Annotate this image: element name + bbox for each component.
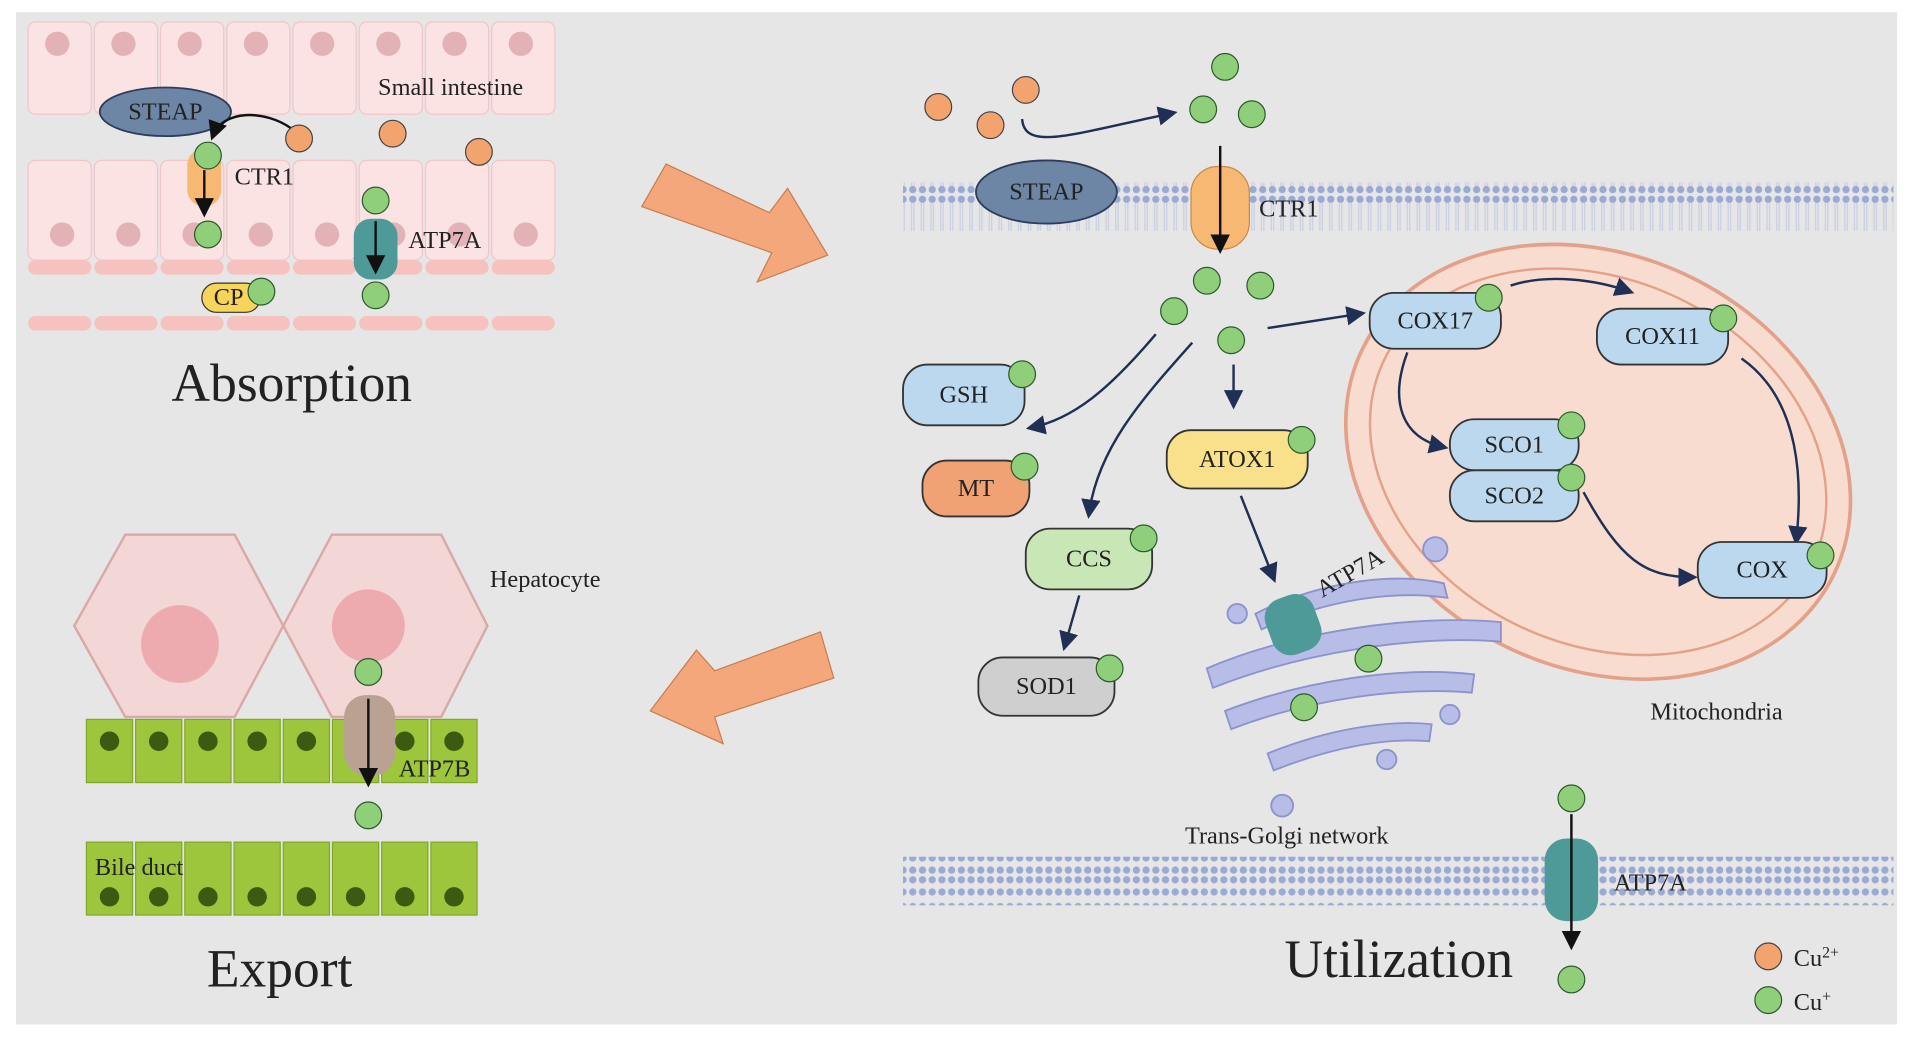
sco1-protein: SCO1 <box>1448 411 1586 472</box>
cu2-ion-icon <box>924 92 953 121</box>
sod1-label: SOD1 <box>1016 673 1077 700</box>
cu1-ion-icon <box>1474 283 1503 312</box>
cu1-ion-icon <box>1237 100 1266 129</box>
steap-protein <box>975 159 1118 225</box>
cu2-ion-icon <box>378 119 407 148</box>
cu2-ion-icon <box>1011 75 1040 104</box>
cu1-ion-icon <box>1095 654 1124 683</box>
cu1-ion-icon <box>1217 326 1246 355</box>
hepatocyte-label: Hepatocyte <box>490 566 601 593</box>
cu1-ion-icon <box>1290 693 1319 722</box>
ctr1-label: CTR1 <box>235 164 294 191</box>
cu1-ion-icon <box>247 277 276 306</box>
atox1-protein: ATOX1 <box>1165 425 1316 490</box>
cu1-ion-icon <box>1160 297 1188 326</box>
mitochondria-label: Mitochondria <box>1650 698 1782 725</box>
ccs-protein: CCS <box>1024 524 1158 591</box>
export-panel: ATP7B Hepatocyte Bile duct Export <box>72 533 601 999</box>
cp-label: CP <box>214 284 244 311</box>
cu1-ion-icon <box>1754 986 1783 1015</box>
gsh-label: GSH <box>939 381 988 408</box>
cox17-label: COX17 <box>1397 307 1473 334</box>
flow-arrow-right-icon <box>640 163 829 284</box>
intestine-cell <box>424 21 490 115</box>
sod1-protein: SOD1 <box>977 654 1124 717</box>
sco2-protein: SCO2 <box>1448 463 1586 523</box>
sco2-label: SCO2 <box>1485 482 1544 509</box>
intestine-cell <box>491 21 556 115</box>
cu1-ion-icon <box>1129 524 1158 553</box>
intestine-cell <box>292 21 357 115</box>
cu1-ion-icon <box>1557 463 1586 492</box>
cu2-ion-icon <box>1754 942 1783 971</box>
utilization-ions <box>924 52 1586 994</box>
cox-label: COX <box>1737 556 1789 583</box>
cu2-ion-icon <box>976 111 1005 140</box>
cu1-ion-icon <box>1211 52 1240 81</box>
cu1-ion-icon <box>1557 784 1586 813</box>
cu1-ion-icon <box>354 801 383 830</box>
cox11-protein: COX11 <box>1596 304 1738 366</box>
hepatocyte-layer-cell <box>282 718 331 784</box>
plasma-membrane-bottom <box>903 856 1894 906</box>
legend-cu1: Cu+ <box>1794 988 1831 1016</box>
ccs-label: CCS <box>1066 545 1112 572</box>
membrane-atp7a-label: ATP7A <box>1614 870 1687 897</box>
cox17-protein: COX17 <box>1368 283 1503 350</box>
export-title: Export <box>207 939 353 999</box>
cu1-ion-icon <box>193 141 222 170</box>
sco1-label: SCO1 <box>1485 431 1544 458</box>
steap-protein <box>98 86 232 138</box>
cu1-ion-icon <box>1189 95 1218 124</box>
utilization-title: Utilization <box>1285 929 1514 989</box>
absorption-ions <box>193 119 493 310</box>
mt-label: MT <box>958 475 995 502</box>
mt-protein: MT <box>921 452 1039 518</box>
cu2-ion-icon <box>285 124 314 153</box>
steap-label: STEAP <box>1009 179 1083 206</box>
utilization-panel: Mitochondria ATP7A Trans-Golgi network S… <box>902 52 1894 994</box>
cu1-ion-icon <box>1010 452 1039 481</box>
intestine-cell <box>27 21 92 115</box>
atox1-label: ATOX1 <box>1199 446 1276 473</box>
cu1-ion-icon <box>1192 266 1221 295</box>
golgi-label: Trans-Golgi network <box>1185 822 1389 849</box>
ctr1-label: CTR1 <box>1259 195 1318 222</box>
absorption-panel: STEAP CTR1 ATP7A CP Small intestine Abso… <box>27 21 556 413</box>
legend: Cu2+ Cu+ <box>1754 942 1839 1016</box>
cox11-label: COX11 <box>1625 323 1700 350</box>
cu1-ion-icon <box>361 281 390 310</box>
cu1-ion-icon <box>1709 304 1738 333</box>
cu1-ion-icon <box>1354 644 1383 673</box>
cox-protein: COX <box>1696 541 1835 599</box>
cu1-ion-icon <box>1557 965 1586 994</box>
intestine-cell <box>226 21 291 115</box>
bile-duct-label: Bile duct <box>95 854 184 881</box>
golgi-atp7a-transporter <box>1264 593 1322 656</box>
atp7b-label: ATP7B <box>399 756 471 783</box>
cu1-ion-icon <box>1557 411 1586 440</box>
cu1-ion-icon <box>193 220 222 249</box>
small-intestine-label: Small intestine <box>378 74 523 101</box>
cu1-ion-icon <box>1806 541 1835 570</box>
bile-duct-cell <box>381 841 429 916</box>
flow-arrow-left-icon <box>649 631 835 745</box>
intestine-cell <box>358 21 424 115</box>
atp7a-label: ATP7A <box>408 227 481 254</box>
cu1-ion-icon <box>1246 271 1275 300</box>
steap-label: STEAP <box>128 98 202 125</box>
cu1-ion-icon <box>1008 360 1037 389</box>
cu1-ion-icon <box>354 658 383 686</box>
absorption-title: Absorption <box>172 353 413 413</box>
cu2-ion-icon <box>464 137 493 166</box>
cu1-ion-icon <box>361 186 390 215</box>
hepatocyte-layer-cell <box>135 718 183 784</box>
cu1-ion-icon <box>1287 425 1316 454</box>
legend-cu2: Cu2+ <box>1794 945 1839 973</box>
gsh-protein: GSH <box>902 360 1037 427</box>
